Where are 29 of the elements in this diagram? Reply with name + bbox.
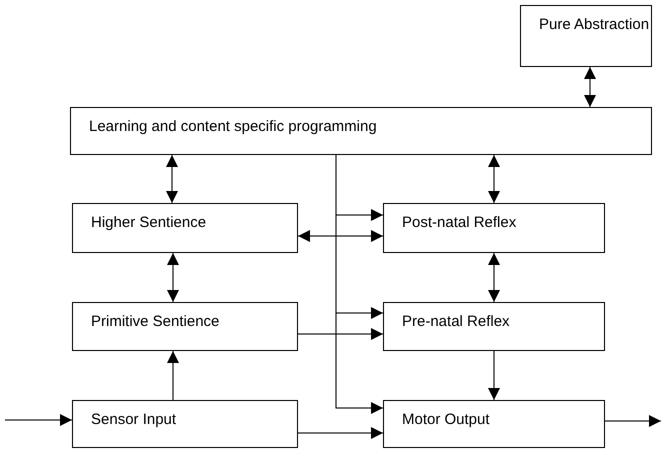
arrow: [166, 154, 178, 204]
process-box: [383, 203, 605, 253]
process-box: [70, 107, 652, 155]
box-label: Pure Abstraction: [539, 16, 650, 33]
box-label: Learning and content specific programming: [89, 118, 377, 135]
process-box: [383, 302, 605, 351]
arrow: [488, 350, 500, 400]
arrow: [584, 66, 596, 108]
box-label: Higher Sentience: [91, 214, 206, 231]
box-label: Motor Output: [402, 411, 490, 428]
arrow: [604, 415, 662, 427]
box-label: Primitive Sentience: [91, 313, 220, 330]
process-box: [383, 400, 605, 448]
box-label: Post-natal Reflex: [402, 214, 516, 231]
arrow: [298, 230, 384, 242]
arrow: [167, 350, 179, 400]
process-box: [520, 5, 652, 67]
arrow: [488, 154, 500, 204]
box-label: Sensor Input: [91, 411, 176, 428]
process-box: [72, 203, 298, 253]
process-box: [72, 302, 298, 351]
arrow: [4, 414, 72, 426]
arrow: [336, 154, 384, 414]
arrow: [298, 427, 384, 439]
box-label: Pre-natal Reflex: [402, 313, 510, 330]
process-box: [72, 400, 298, 448]
arrow: [167, 252, 179, 302]
arrow: [298, 328, 384, 340]
arrow: [488, 252, 500, 302]
